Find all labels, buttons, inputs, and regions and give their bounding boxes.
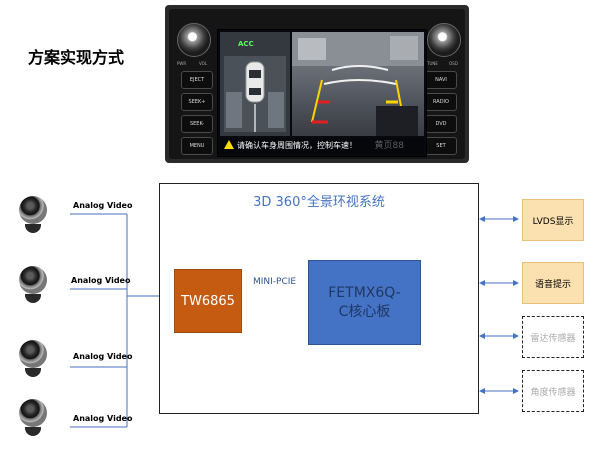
head-unit-screen: ACC [217,29,427,157]
head-unit-frame: PWR VOL TUNE OSD EJECT SEEK+ SEEK- MENU … [169,9,465,159]
tw6865-decoder-block: TW6865 [174,269,242,333]
camera-3-icon [15,340,51,380]
angle-sensor-box: 角度传感器 [522,370,584,412]
camera-4-label: Analog Video [73,414,133,423]
camera-1-icon [15,196,51,236]
fetmx6q-core-block: FETMX6Q- C核心板 [308,260,421,345]
camera-2-label: Analog Video [71,276,131,285]
mini-pcie-label: MINI-PCIE [253,277,297,287]
system-title: 3D 360°全景环视系统 [253,195,385,210]
screen-status-bar: 请确认车身周围情况，控制车速！ [220,138,424,154]
core-line-2: C核心板 [338,303,391,320]
vol-label: VOL [199,61,208,66]
tune-knob-icon [427,23,461,57]
camera-1-label: Analog Video [73,201,133,210]
core-line-1: FETMX6Q- [328,284,401,301]
lvds-display-box: LVDS显示 [522,199,584,241]
voice-prompt-box: 语音提示 [522,262,584,304]
camera-2-icon [15,266,51,306]
watermark-text: 黄页88 [374,141,404,151]
rear-camera-view [292,32,424,136]
camera-3-label: Analog Video [73,352,133,361]
birds-eye-view: ACC [220,32,290,136]
page-title: 方案实现方式 [28,48,125,67]
status-text: 请确认车身周围情况，控制车速！ [237,141,357,150]
osd-label: OSD [449,61,458,66]
volume-knob-icon [177,23,211,57]
menu-button: MENU [181,137,213,155]
dvd-button: DVD [425,115,457,133]
warning-icon [224,140,234,149]
parking-guide-lines-icon [292,32,424,136]
tune-label: TUNE [427,61,438,66]
top-view-car-icon [224,56,286,132]
radar-sensor-box: 雷达传感器 [522,316,584,358]
pwr-label: PWR [177,61,187,66]
seek-minus-button: SEEK- [181,115,213,133]
camera-4-icon [15,399,51,439]
seek-plus-button: SEEK+ [181,93,213,111]
acc-label: ACC [238,40,254,48]
eject-button: EJECT [181,71,213,89]
head-unit-photo: PWR VOL TUNE OSD EJECT SEEK+ SEEK- MENU … [165,5,469,163]
